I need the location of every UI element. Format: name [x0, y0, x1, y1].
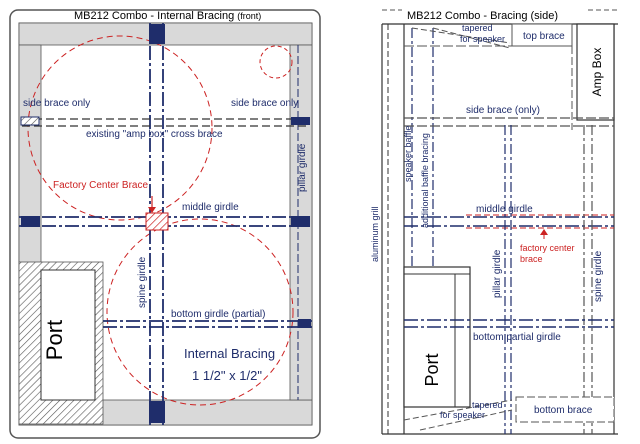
front-side-brace-left-label: side brace only	[23, 98, 90, 109]
small-speaker-outline	[259, 45, 293, 79]
front-pillar-girdle-label: pillar girdle	[297, 143, 308, 192]
front-middle-girdle-label: middle girdle	[182, 202, 239, 213]
front-title: MB212 Combo - Internal Bracing (front)	[74, 10, 261, 22]
front-block-left-middle	[21, 216, 40, 227]
front-block-left-side	[20, 116, 40, 126]
front-block-top-center	[149, 24, 165, 44]
front-port-box	[40, 269, 96, 401]
front-factory-center-brace-label: Factory Center Brace	[53, 180, 148, 191]
bottom-brace-box	[515, 396, 615, 423]
factory-center-brace-block	[145, 212, 169, 231]
front-view: Port MB212 Combo - Internal Bracing (fro…	[9, 9, 321, 439]
side-port-label: Port	[422, 353, 442, 386]
side-brace-label: side brace (only)	[466, 105, 540, 116]
front-internal-bracing-label: Internal Bracing	[184, 346, 275, 361]
side-factory-center-brace-label: factory center brace	[520, 243, 577, 264]
tapered-top-line-b	[432, 27, 511, 49]
side-spine-girdle-label: spine girdle	[593, 250, 604, 302]
front-amp-box-cross-brace-label: existing "amp box" cross brace	[86, 129, 223, 140]
amp-box	[576, 23, 615, 121]
front-block-right-middle	[291, 216, 310, 227]
tapered-bottom-line-b	[419, 409, 513, 431]
front-block-right-bottom	[298, 319, 311, 328]
side-title: MB212 Combo - Bracing (side)	[407, 10, 558, 22]
side-pillar-girdle-label: pillar girdle	[492, 249, 503, 298]
side-port-box	[403, 266, 471, 408]
upper-speaker-outline	[27, 35, 213, 221]
bottom-partial-girdle-label: bottom partial girdle	[473, 332, 561, 343]
lower-speaker-outline	[106, 218, 294, 406]
front-bracing-size-label: 1 1/2" x 1/2"	[192, 368, 262, 383]
side-center-brace-arrow-head	[540, 229, 548, 235]
tapered-bottom-label: tapered for speaker	[440, 400, 505, 420]
front-block-bottom-center	[149, 401, 165, 423]
front-top-panel	[18, 22, 313, 46]
factory-center-brace-arrow-head	[148, 207, 156, 213]
side-view: MB212 Combo - Bracing (side) Amp Box	[370, 9, 618, 435]
bottom-brace-label: bottom brace	[534, 405, 593, 416]
aluminum-grill-label: aluminum grill	[370, 206, 380, 262]
amp-box-label: Amp Box	[590, 48, 604, 97]
front-port-label: Port	[42, 320, 67, 360]
additional-baffle-bracing-label: additional baffle bracing	[420, 133, 430, 228]
front-spine-girdle-label: spine girdle	[137, 256, 148, 308]
side-middle-girdle-label: middle girdle	[476, 204, 533, 215]
top-brace-label: top brace	[523, 31, 565, 42]
tapered-bottom-line-a	[403, 399, 513, 421]
front-bottom-girdle-label: bottom girdle (partial)	[171, 309, 265, 320]
tapered-top-label: tapered for speaker	[460, 23, 505, 44]
front-side-brace-right-label: side brace only	[231, 98, 298, 109]
front-block-right-side	[291, 117, 310, 125]
speaker-baffle-label: speaker baffle	[403, 126, 413, 182]
